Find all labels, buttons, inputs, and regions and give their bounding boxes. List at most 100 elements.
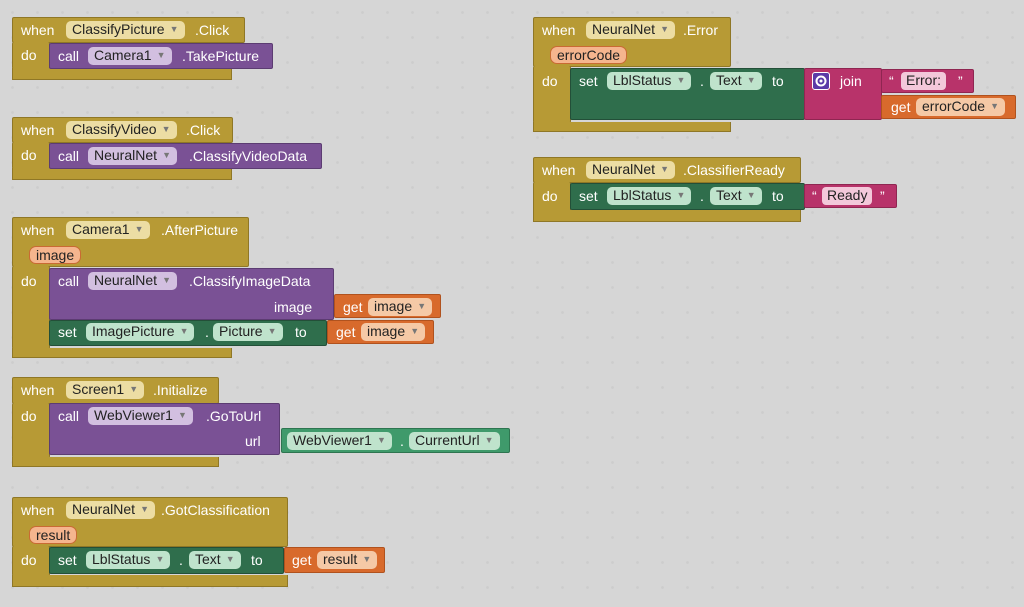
component-dropdown[interactable]: NeuralNet▼ bbox=[88, 272, 178, 290]
when-label: when bbox=[21, 122, 55, 138]
dot-label: . bbox=[205, 324, 209, 340]
chevron-down-icon: ▼ bbox=[140, 504, 150, 514]
do-label: do bbox=[542, 188, 558, 204]
do-label: do bbox=[21, 273, 37, 289]
component-dropdown[interactable]: Camera1▼ bbox=[66, 221, 150, 239]
get-label: get bbox=[891, 99, 911, 115]
chevron-down-icon: ▼ bbox=[746, 190, 756, 200]
when-label: when bbox=[542, 22, 576, 38]
chevron-down-icon: ▼ bbox=[660, 24, 670, 34]
event-name: .AfterPicture bbox=[161, 222, 239, 238]
mutator-gear-icon[interactable] bbox=[812, 72, 830, 90]
chevron-down-icon: ▼ bbox=[162, 150, 172, 160]
component-dropdown[interactable]: WebViewer1▼ bbox=[287, 432, 392, 450]
component-dropdown[interactable]: Camera1▼ bbox=[88, 47, 172, 65]
variable-dropdown[interactable]: image▼ bbox=[361, 323, 426, 341]
get-label: get bbox=[292, 552, 312, 568]
component-dropdown[interactable]: ClassifyVideo▼ bbox=[66, 121, 177, 139]
chevron-down-icon: ▼ bbox=[129, 384, 139, 394]
component-dropdown[interactable]: NeuralNet▼ bbox=[66, 501, 156, 519]
method-name: .ClassifyImageData bbox=[189, 273, 311, 289]
quote-open-label: “ bbox=[812, 188, 817, 204]
get-label: get bbox=[336, 324, 356, 340]
chevron-down-icon: ▼ bbox=[660, 164, 670, 174]
argument-label: url bbox=[245, 433, 261, 449]
component-dropdown[interactable]: LblStatus▼ bbox=[86, 551, 171, 569]
when-label: when bbox=[21, 382, 55, 398]
when-label: when bbox=[21, 502, 55, 518]
chevron-down-icon: ▼ bbox=[169, 24, 179, 34]
chevron-down-icon: ▼ bbox=[484, 435, 494, 445]
get-label: get bbox=[343, 299, 363, 315]
chevron-down-icon: ▼ bbox=[156, 50, 166, 60]
chevron-down-icon: ▼ bbox=[162, 275, 172, 285]
dot-label: . bbox=[700, 73, 704, 89]
chevron-down-icon: ▼ bbox=[161, 124, 171, 134]
chevron-down-icon: ▼ bbox=[417, 301, 427, 311]
method-name: .TakePicture bbox=[182, 48, 260, 64]
event-name: .ClassifierReady bbox=[683, 162, 785, 178]
dot-label: . bbox=[700, 188, 704, 204]
when-label: when bbox=[21, 222, 55, 238]
dot-label: . bbox=[179, 552, 183, 568]
string-value[interactable]: Ready bbox=[822, 187, 873, 205]
chevron-down-icon: ▼ bbox=[134, 224, 144, 234]
do-label: do bbox=[21, 552, 37, 568]
string-value[interactable]: Error: bbox=[901, 72, 946, 90]
component-dropdown[interactable]: Screen1▼ bbox=[66, 381, 145, 399]
quote-close-label: ” bbox=[958, 73, 963, 89]
chevron-down-icon: ▼ bbox=[990, 101, 1000, 111]
set-label: set bbox=[58, 552, 77, 568]
set-label: set bbox=[58, 324, 77, 340]
call-label: call bbox=[58, 148, 80, 164]
variable-dropdown[interactable]: result▼ bbox=[317, 551, 378, 569]
do-label: do bbox=[21, 147, 37, 163]
to-label: to bbox=[772, 188, 784, 204]
event-parameter[interactable]: image bbox=[29, 246, 82, 264]
argument-label: image bbox=[274, 299, 313, 315]
do-label: do bbox=[21, 408, 37, 424]
property-dropdown[interactable]: Text▼ bbox=[710, 72, 762, 90]
property-dropdown[interactable]: Picture▼ bbox=[213, 323, 283, 341]
component-dropdown[interactable]: LblStatus▼ bbox=[607, 187, 692, 205]
set-label: set bbox=[579, 73, 598, 89]
chevron-down-icon: ▼ bbox=[676, 75, 686, 85]
component-dropdown[interactable]: NeuralNet▼ bbox=[586, 161, 676, 179]
event-parameter[interactable]: errorCode bbox=[550, 46, 628, 64]
chevron-down-icon: ▼ bbox=[746, 75, 756, 85]
do-label: do bbox=[542, 73, 558, 89]
chevron-down-icon: ▼ bbox=[410, 326, 420, 336]
component-dropdown[interactable]: WebViewer1▼ bbox=[88, 407, 193, 425]
property-dropdown[interactable]: CurrentUrl▼ bbox=[409, 432, 500, 450]
to-label: to bbox=[251, 552, 263, 568]
when-label: when bbox=[542, 162, 576, 178]
event-parameter[interactable]: result bbox=[29, 526, 78, 544]
when-label: when bbox=[21, 22, 55, 38]
event-name: .Initialize bbox=[153, 382, 208, 398]
variable-dropdown[interactable]: image▼ bbox=[368, 298, 433, 316]
call-label: call bbox=[58, 408, 80, 424]
set-label: set bbox=[579, 188, 598, 204]
join-label: join bbox=[840, 73, 862, 89]
event-name: .Click bbox=[195, 22, 230, 38]
component-dropdown[interactable]: NeuralNet▼ bbox=[586, 21, 676, 39]
call-label: call bbox=[58, 48, 80, 64]
property-dropdown[interactable]: Text▼ bbox=[710, 187, 762, 205]
component-dropdown[interactable]: ClassifyPicture▼ bbox=[66, 21, 185, 39]
property-dropdown[interactable]: Text▼ bbox=[189, 551, 241, 569]
do-label: do bbox=[21, 47, 37, 63]
chevron-down-icon: ▼ bbox=[676, 190, 686, 200]
event-name: .Click bbox=[186, 122, 221, 138]
event-name: .GotClassification bbox=[161, 502, 270, 518]
variable-dropdown[interactable]: errorCode▼ bbox=[916, 98, 1006, 116]
method-name: .ClassifyVideoData bbox=[189, 148, 308, 164]
quote-open-label: “ bbox=[889, 73, 894, 89]
dot-label: . bbox=[400, 433, 404, 449]
chevron-down-icon: ▼ bbox=[225, 554, 235, 564]
to-label: to bbox=[772, 73, 784, 89]
component-dropdown[interactable]: ImagePicture▼ bbox=[86, 323, 195, 341]
component-dropdown[interactable]: LblStatus▼ bbox=[607, 72, 692, 90]
component-dropdown[interactable]: NeuralNet▼ bbox=[88, 147, 178, 165]
chevron-down-icon: ▼ bbox=[267, 326, 277, 336]
chevron-down-icon: ▼ bbox=[155, 554, 165, 564]
